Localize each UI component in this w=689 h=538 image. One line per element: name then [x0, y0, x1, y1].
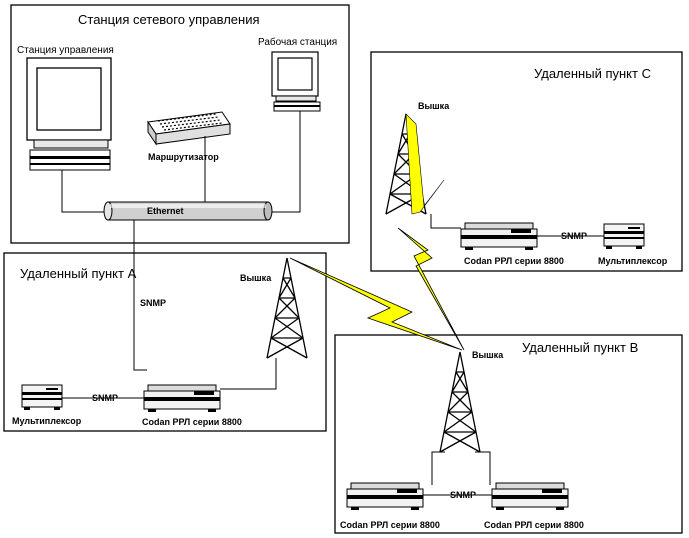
site-b-tower-label: Вышка [472, 350, 504, 360]
workstation-label: Рабочая станция [258, 36, 337, 48]
router-label: Маршрутизатор [148, 152, 219, 162]
site-b-radio-2 [491, 482, 569, 511]
site-c-frame [370, 51, 683, 272]
site-a-tower-label: Вышка [240, 273, 272, 283]
microwave-link-b-c [397, 227, 465, 351]
workstation-computer [271, 51, 321, 112]
site-a-radio-label: Codan РРЛ серии 8800 [142, 417, 242, 427]
site-b-title: Удаленный пункт B [522, 340, 638, 355]
site-c-snmp-link-label: SNMP [561, 231, 587, 241]
microwave-link-a-b [289, 257, 463, 351]
site-a-title: Удаленный пункт A [20, 266, 137, 281]
router-device [147, 111, 231, 146]
site-a-tower [266, 257, 308, 359]
control-station-computer [26, 57, 112, 171]
workstation-to-ethernet-line [268, 111, 301, 213]
site-a-frame [3, 252, 327, 432]
site-a-snmp-vertical-label: SNMP [140, 298, 166, 308]
site-c-multiplexer [603, 223, 645, 250]
site-c-radio-label: Codan РРЛ серии 8800 [464, 256, 564, 266]
site-c-mux-label: Мультиплексор [598, 256, 668, 266]
site-a-snmp-line [133, 220, 147, 371]
site-a-radio [143, 384, 221, 413]
station-frame [10, 4, 350, 244]
site-b-radio-1 [346, 482, 424, 511]
site-b-tower [439, 351, 481, 453]
site-c-radio [460, 222, 538, 251]
site-b-snmp-link-label: SNMP [450, 490, 476, 500]
site-a-mux-label: Мультиплексор [12, 416, 82, 426]
site-a-multiplexer [21, 384, 63, 411]
control-to-ethernet-line [61, 170, 108, 213]
site-b-radio-2-label: Codan РРЛ серии 8800 [484, 520, 584, 530]
site-b-radio-1-label: Codan РРЛ серии 8800 [340, 520, 440, 530]
station-title: Станция сетевого управления [78, 12, 260, 27]
control-station-label: Станция управления [17, 45, 114, 56]
site-c-title: Удаленный пункт C [534, 66, 651, 81]
ethernet-bus [103, 201, 273, 221]
site-b-tower-to-radio-2 [475, 451, 491, 485]
site-c-tower-label: Вышка [418, 101, 450, 111]
ethernet-label: Ethernet [147, 206, 184, 216]
site-c-radio-to-tower [430, 214, 461, 229]
site-b-tower-to-radio-1 [431, 451, 445, 485]
microwave-link-c-yellow [405, 113, 445, 215]
site-b-frame [334, 334, 683, 534]
site-a-radio-to-tower [220, 358, 277, 390]
site-a-snmp-link-label: SNMP [92, 393, 118, 403]
